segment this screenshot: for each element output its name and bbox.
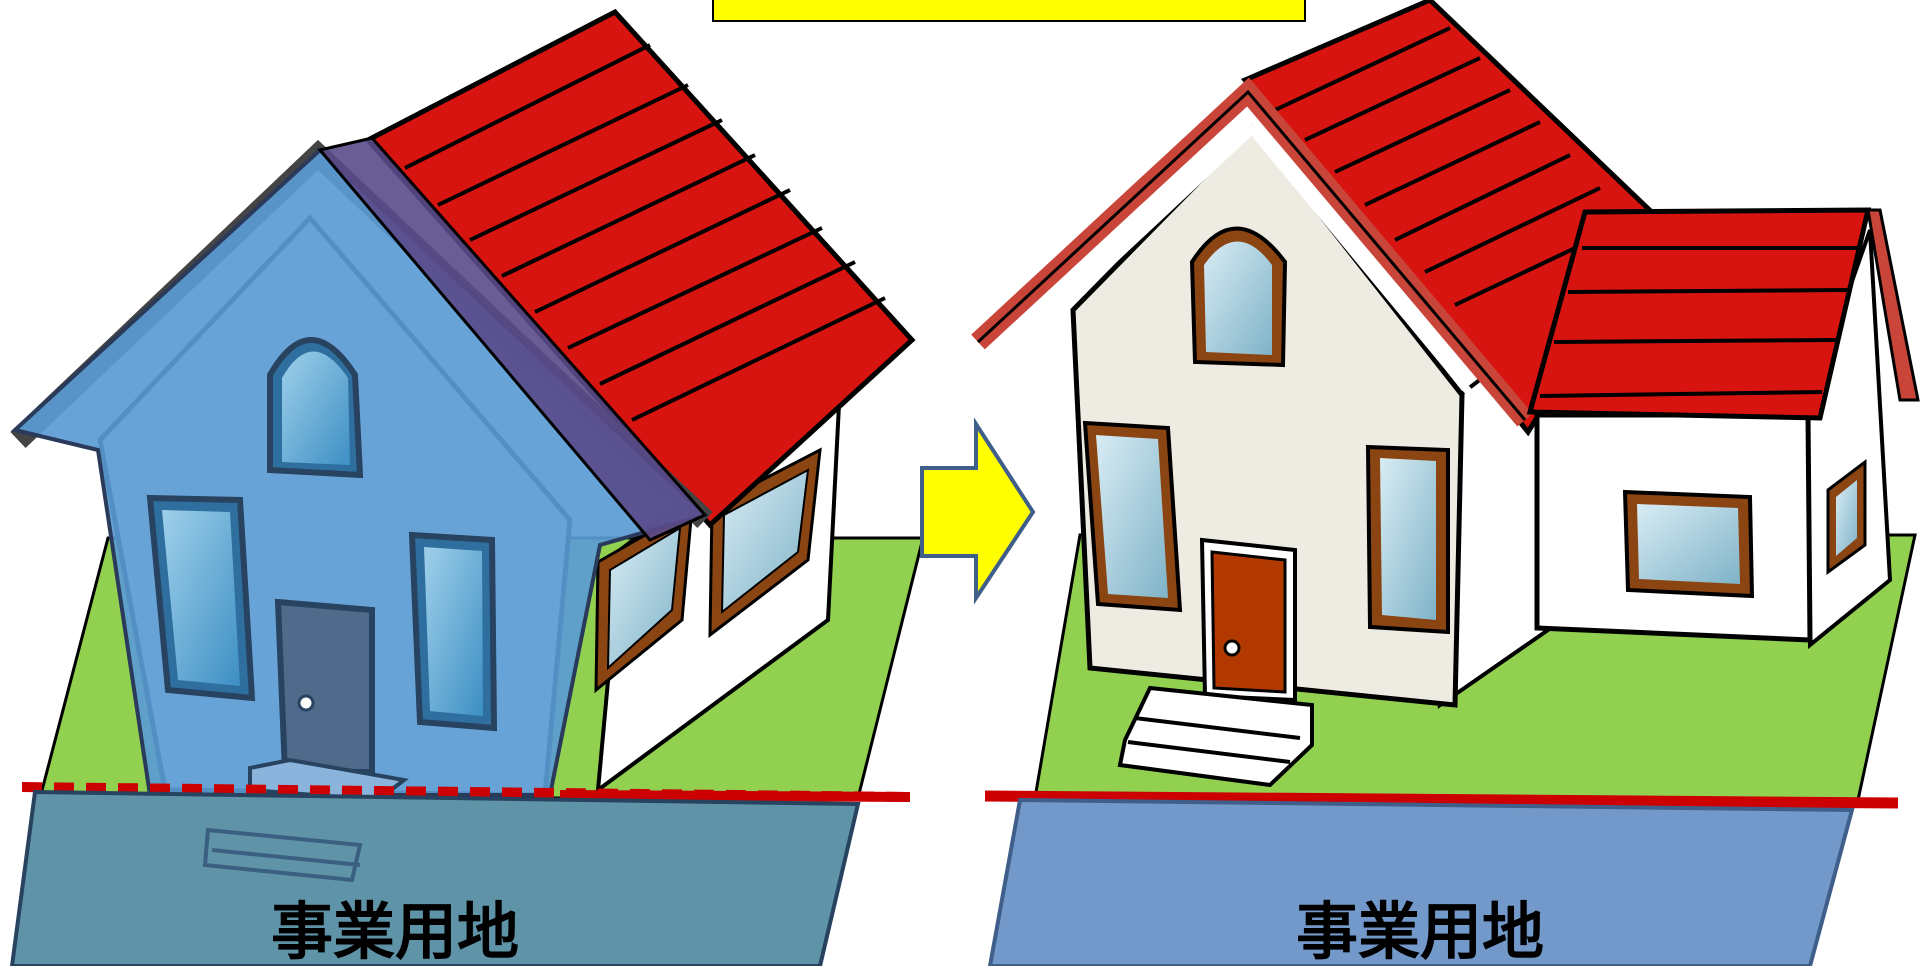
right-door-knob bbox=[1223, 639, 1241, 657]
left-house-door bbox=[274, 598, 375, 775]
left-site-label: 事業用地 bbox=[271, 895, 519, 966]
annex-roof bbox=[1526, 207, 1872, 421]
left-boundary-line-solid bbox=[559, 790, 911, 802]
left-house-arched-window bbox=[267, 337, 364, 479]
right-house-window-right bbox=[1365, 444, 1450, 635]
right-site-label: 事業用地 bbox=[1296, 895, 1544, 966]
annex-gable-trim bbox=[1866, 208, 1920, 402]
left-panel: 事業用地 bbox=[9, 8, 925, 966]
right-house-arched-window bbox=[1189, 226, 1288, 368]
left-house-side-window-2 bbox=[594, 505, 694, 694]
left-house-window-left bbox=[146, 494, 256, 702]
right-house-window-left bbox=[1082, 420, 1183, 613]
left-underground-steps bbox=[202, 827, 363, 883]
title-banner-box bbox=[712, 0, 1306, 22]
right-site-block bbox=[987, 797, 1855, 966]
annex-window bbox=[1622, 489, 1755, 599]
title-banner bbox=[712, 0, 1306, 22]
right-boundary-line bbox=[984, 790, 1899, 809]
right-house-door bbox=[1199, 537, 1297, 703]
annex-side-window bbox=[1826, 458, 1867, 575]
left-roof-blue-overlay bbox=[317, 136, 708, 542]
left-house-window-right bbox=[408, 531, 498, 732]
left-roof-lines bbox=[404, 43, 886, 422]
right-arrow-icon bbox=[920, 417, 1036, 605]
left-door-knob bbox=[297, 694, 315, 712]
right-house-gable-trim-inner bbox=[1005, 124, 1506, 435]
right-house-steps bbox=[1117, 685, 1314, 788]
annex-roof-lines bbox=[1539, 246, 1858, 398]
left-site-block bbox=[9, 789, 861, 966]
right-panel: 事業用地 bbox=[971, 0, 1920, 966]
